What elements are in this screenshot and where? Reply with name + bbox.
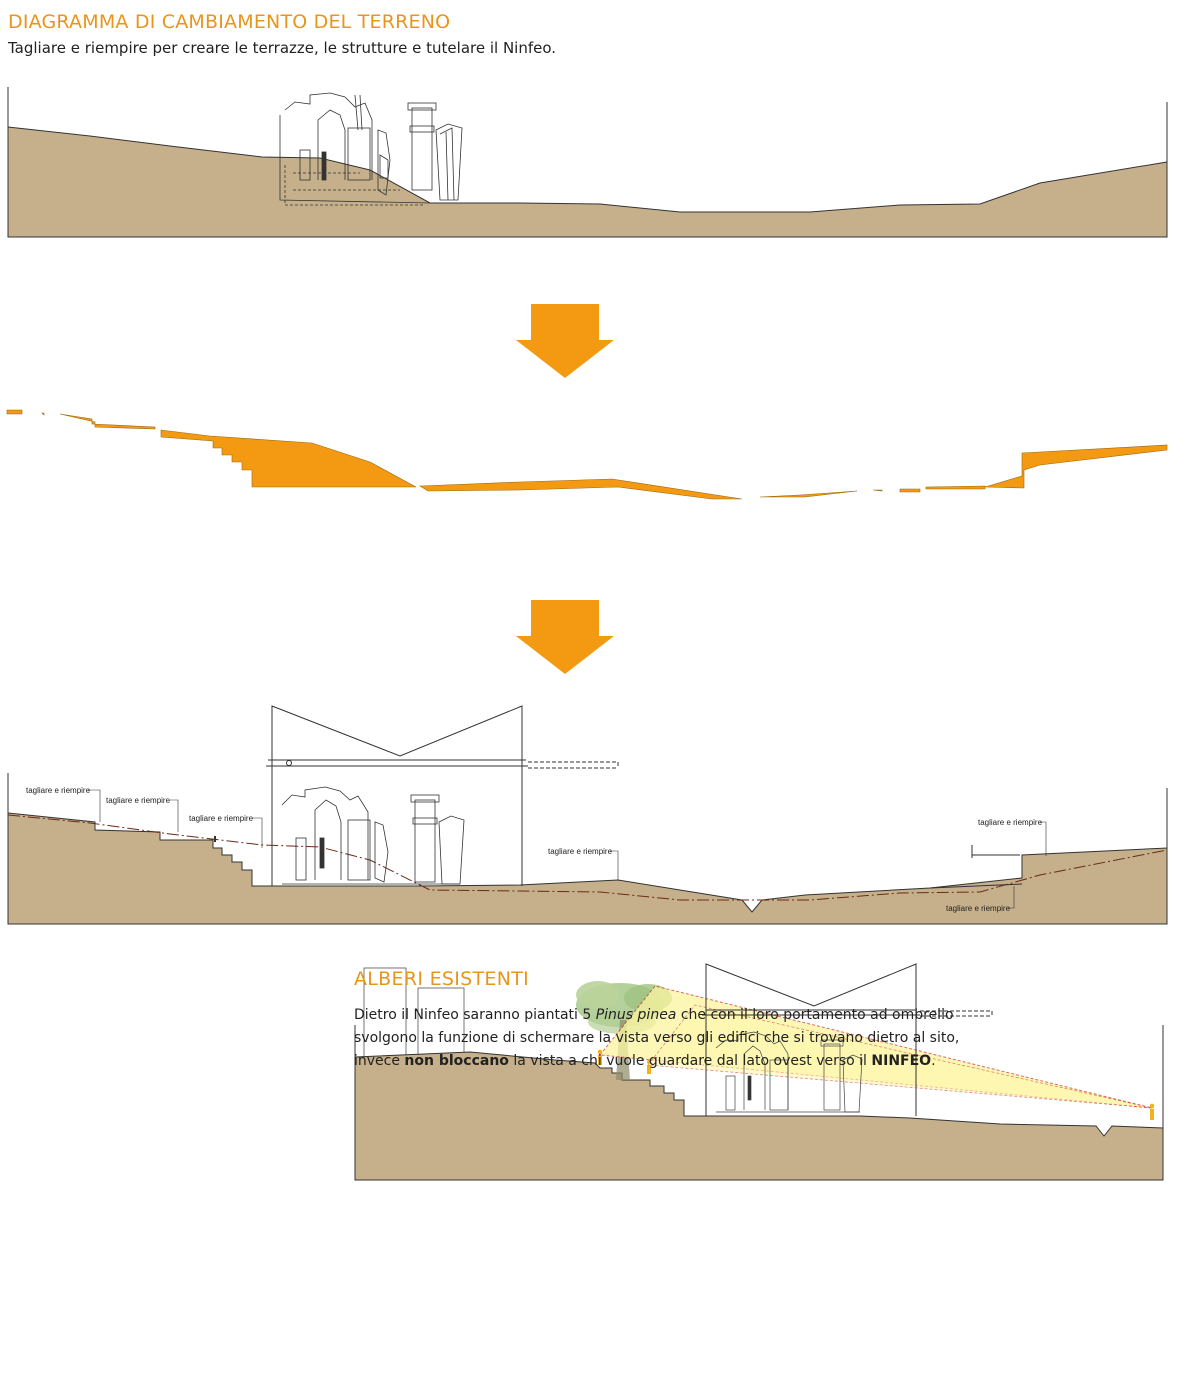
bold-text: non bloccano [404, 1053, 509, 1069]
label-cut-fill: tagliare e riempire [548, 847, 613, 856]
terrain-profile-3 [7, 812, 1168, 925]
text-span: la vista a chi vuole guardare dal lato o… [508, 1053, 872, 1069]
text-span: . [931, 1053, 936, 1069]
ninfeo-shelter-roof-4 [702, 963, 993, 1116]
cut-fill-piece [925, 485, 986, 490]
section-trees-view [354, 963, 1164, 1181]
paragraph-line-2: svolgono la funzione di schermare la vis… [354, 1030, 960, 1046]
section-project: tagliare e riempire tagliare e riempire … [7, 705, 1168, 925]
page-title: DIAGRAMMA DI CAMBIAMENTO DEL TERRENO [8, 11, 451, 33]
text-span: invece [354, 1053, 405, 1069]
view-cone-inner [647, 1004, 1153, 1109]
text-span: Dietro il Ninfeo saranno piantati 5 [354, 1007, 596, 1023]
section-title-trees: ALBERI ESISTENTI [354, 968, 530, 990]
ninfeo-ruins-4 [715, 1031, 863, 1113]
cut-fill-piece [59, 413, 156, 430]
cut-fill-piece [872, 489, 883, 492]
ninfeo-ruins-1 [279, 92, 463, 206]
down-arrow-1 [516, 304, 614, 378]
original-profile-line [7, 814, 1168, 901]
ninfeo-shelter-roof [266, 705, 619, 886]
paragraph-line-1: Dietro il Ninfeo saranno piantati 5 Pinu… [354, 1004, 974, 1027]
bold-text: NINFEO [871, 1053, 932, 1069]
terrain-profile-4 [354, 1051, 1164, 1181]
down-arrow-2 [516, 600, 614, 674]
label-cut-fill: tagliare e riempire [26, 786, 91, 795]
cut-fill-piece [759, 490, 858, 498]
ninfeo-ruins-3 [281, 786, 465, 885]
cut-fill-piece [984, 444, 1168, 489]
cut-fill-piece [899, 488, 921, 493]
trees-description: Dietro il Ninfeo saranno piantati 5 Pinu… [354, 1004, 974, 1073]
cut-fill-piece [419, 478, 743, 500]
species-name: Pinus pinea [595, 1007, 677, 1023]
label-cut-fill: tagliare e riempire [946, 904, 1011, 913]
label-leaders [88, 789, 1047, 909]
terrain-profile-1 [7, 126, 1168, 238]
label-cut-fill: tagliare e riempire [978, 818, 1043, 827]
label-cut-fill: tagliare e riempire [106, 796, 171, 805]
cut-fill-piece [160, 429, 417, 488]
label-cut-fill: tagliare e riempire [189, 814, 254, 823]
section-existing-terrain [7, 87, 1168, 238]
viewer-figure [597, 1049, 1155, 1120]
cut-fill-piece [41, 412, 45, 416]
cut-fill-piece [6, 409, 23, 415]
paragraph-line-3: invece non bloccano la vista a chi vuole… [354, 1050, 974, 1073]
right-platform [929, 845, 1023, 889]
page-subtitle: Tagliare e riempire per creare le terraz… [8, 39, 557, 57]
text-span: che con il loro portamento ad ombrello [676, 1007, 954, 1023]
section-cut-fill [6, 409, 1168, 500]
